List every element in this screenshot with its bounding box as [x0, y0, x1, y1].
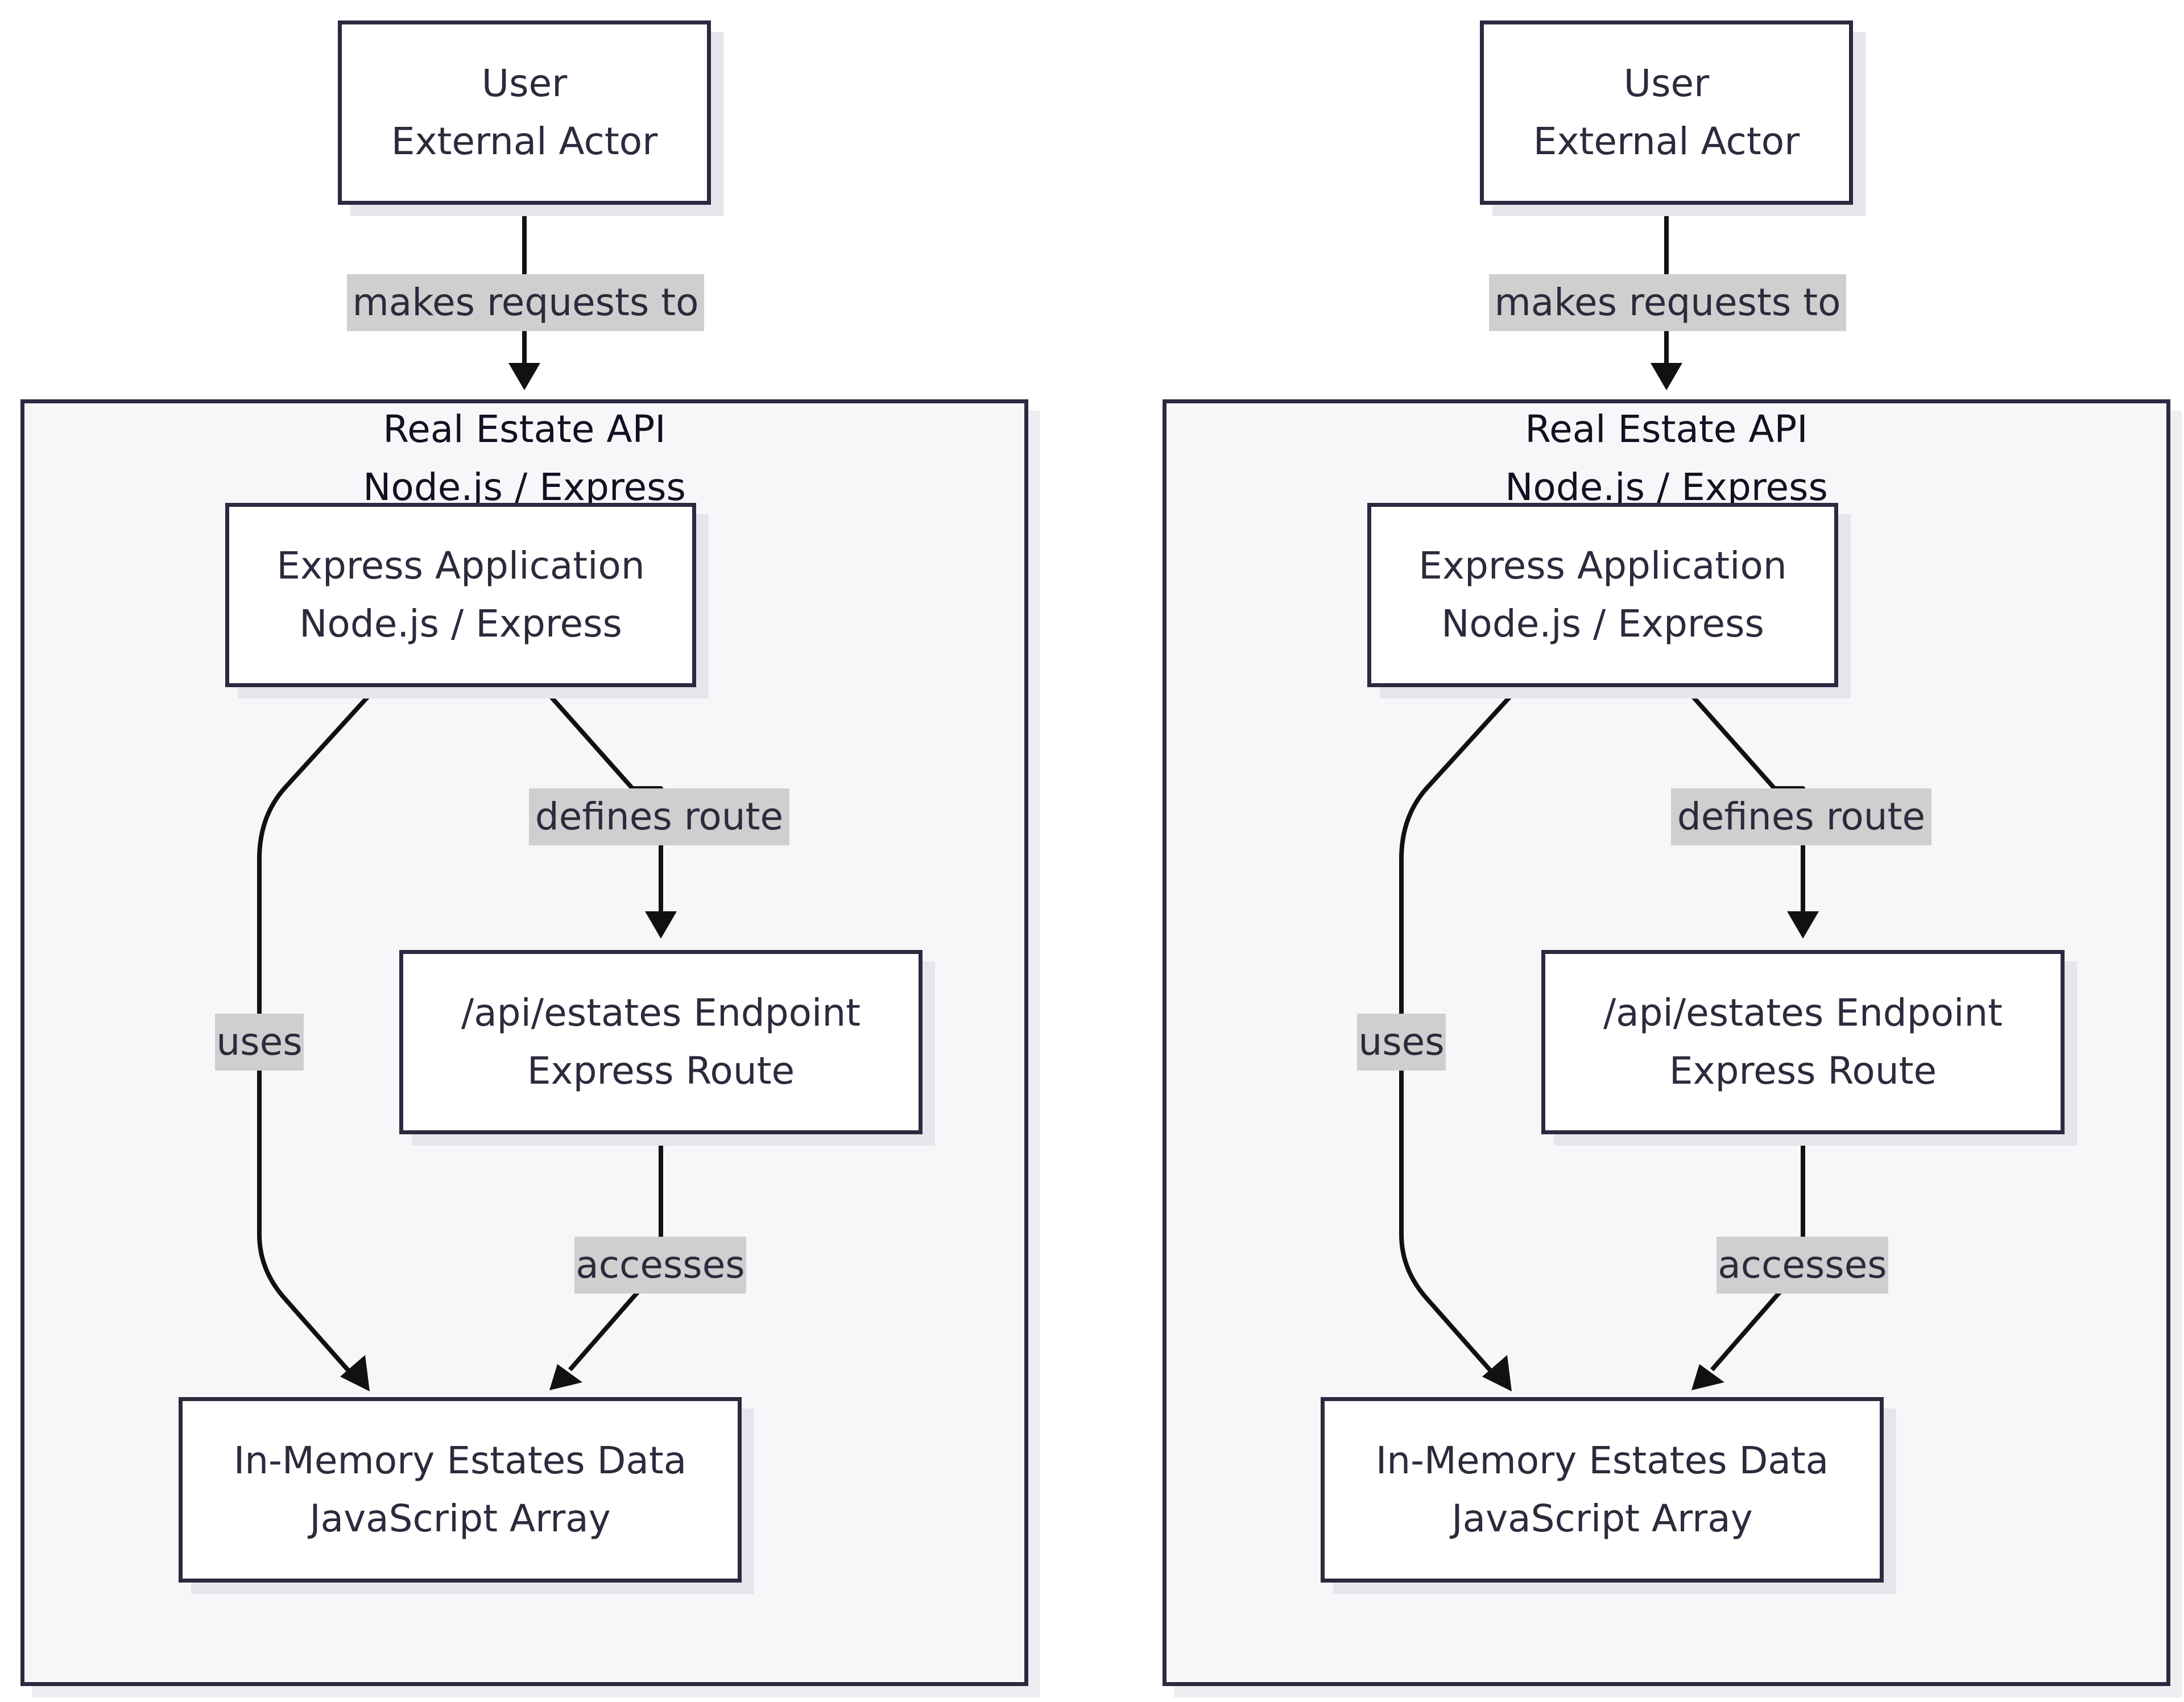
edge-label-defines: defines route	[1671, 788, 1931, 845]
cluster-title-tech: Node.js / Express	[363, 465, 686, 509]
endpoint-node[interactable]: /api/estates Endpoint Express Route	[399, 950, 923, 1134]
user-role: External Actor	[1533, 119, 1800, 163]
endpoint-name: /api/estates Endpoint	[1603, 991, 2003, 1035]
express-app-node[interactable]: Express Application Node.js / Express	[1367, 503, 1838, 687]
edge-label-requests: makes requests to	[347, 274, 704, 331]
edge-accesses-arrow	[549, 1364, 582, 1390]
endpoint-name: /api/estates Endpoint	[461, 991, 861, 1035]
estates-data-name: In-Memory Estates Data	[233, 1439, 687, 1482]
user-name: User	[481, 61, 568, 105]
diagram-left: User External Actor makes requests to Re…	[20, 20, 1028, 1686]
express-app-tech: Node.js / Express	[1441, 602, 1764, 646]
estates-data-node[interactable]: In-Memory Estates Data JavaScript Array	[1321, 1397, 1884, 1583]
cluster-title-name: Real Estate API	[383, 407, 666, 451]
cluster-title: Real Estate API Node.js / Express	[1163, 400, 2170, 517]
edge-label-uses: uses	[1357, 1014, 1446, 1071]
cluster-title-name: Real Estate API	[1525, 407, 1808, 451]
estates-data-name: In-Memory Estates Data	[1375, 1439, 1829, 1482]
endpoint-node[interactable]: /api/estates Endpoint Express Route	[1541, 950, 2065, 1134]
cluster-title: Real Estate API Node.js / Express	[20, 400, 1028, 517]
edge-defines-arrow	[645, 911, 677, 939]
edge-uses-arrow	[1482, 1355, 1512, 1391]
cluster-title-tech: Node.js / Express	[1505, 465, 1828, 509]
express-app-tech: Node.js / Express	[299, 602, 622, 646]
edge-defines-arrow	[1787, 911, 1819, 939]
user-name: User	[1623, 61, 1710, 105]
edge-label-requests: makes requests to	[1489, 274, 1846, 331]
endpoint-tech: Express Route	[527, 1049, 795, 1093]
edge-label-defines: defines route	[529, 788, 789, 845]
express-app-node[interactable]: Express Application Node.js / Express	[225, 503, 696, 687]
edge-requests-arrow	[1651, 363, 1682, 390]
edge-label-accesses: accesses	[574, 1237, 746, 1294]
estates-data-node[interactable]: In-Memory Estates Data JavaScript Array	[179, 1397, 742, 1583]
estates-data-tech: JavaScript Array	[309, 1497, 611, 1540]
diagram-right: User External Actor makes requests to Re…	[1142, 0, 2184, 1702]
edge-uses-arrow	[340, 1355, 370, 1391]
express-app-name: Express Application	[1418, 544, 1787, 588]
express-app-name: Express Application	[276, 544, 645, 588]
edge-label-accesses: accesses	[1716, 1237, 1888, 1294]
estates-data-tech: JavaScript Array	[1451, 1497, 1753, 1540]
edge-requests-arrow	[508, 363, 540, 390]
edge-label-uses: uses	[215, 1014, 304, 1071]
edge-accesses-arrow	[1691, 1364, 1724, 1390]
user-role: External Actor	[391, 119, 658, 163]
endpoint-tech: Express Route	[1669, 1049, 1937, 1093]
user-node[interactable]: User External Actor	[1480, 20, 1853, 205]
user-node[interactable]: User External Actor	[338, 20, 711, 205]
